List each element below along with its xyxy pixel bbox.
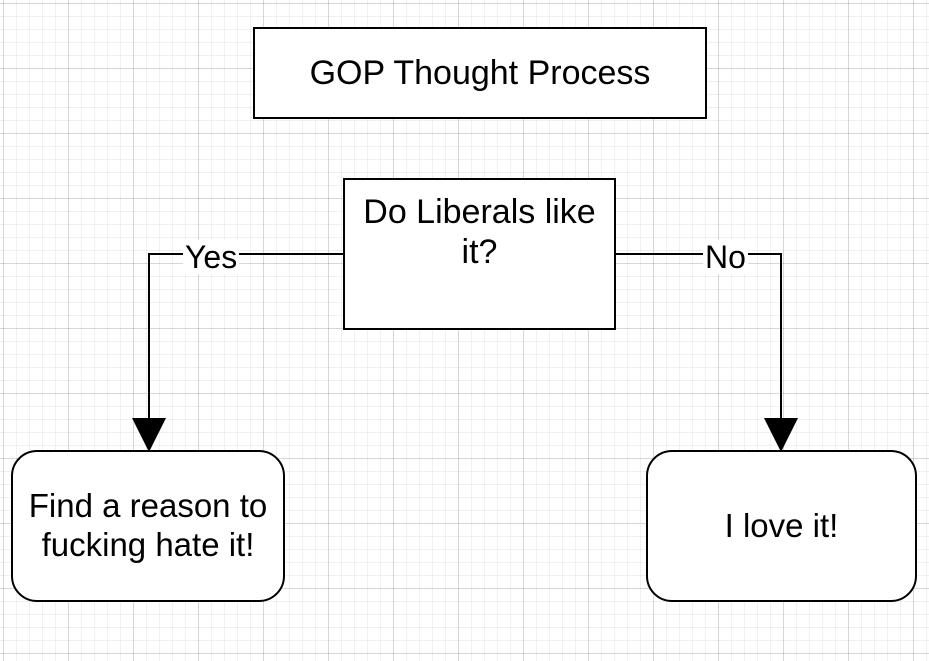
yes-connector (148, 253, 343, 420)
no-arrowhead (764, 418, 798, 452)
no-outcome-node: I love it! (646, 450, 917, 602)
decision-node: Do Liberals like it? (343, 178, 616, 330)
decision-text: Do Liberals like it? (363, 192, 596, 271)
yes-arrowhead (132, 418, 166, 452)
no-connector (616, 253, 782, 420)
title-text: GOP Thought Process (309, 53, 651, 92)
yes-outcome-node: Find a reason to fucking hate it! (11, 450, 285, 602)
no-outcome-text: I love it! (724, 506, 839, 544)
yes-label: Yes (183, 239, 240, 275)
title-box: GOP Thought Process (253, 27, 707, 119)
no-label: No (703, 239, 748, 275)
yes-outcome-text: Find a reason to fucking hate it! (28, 487, 268, 563)
